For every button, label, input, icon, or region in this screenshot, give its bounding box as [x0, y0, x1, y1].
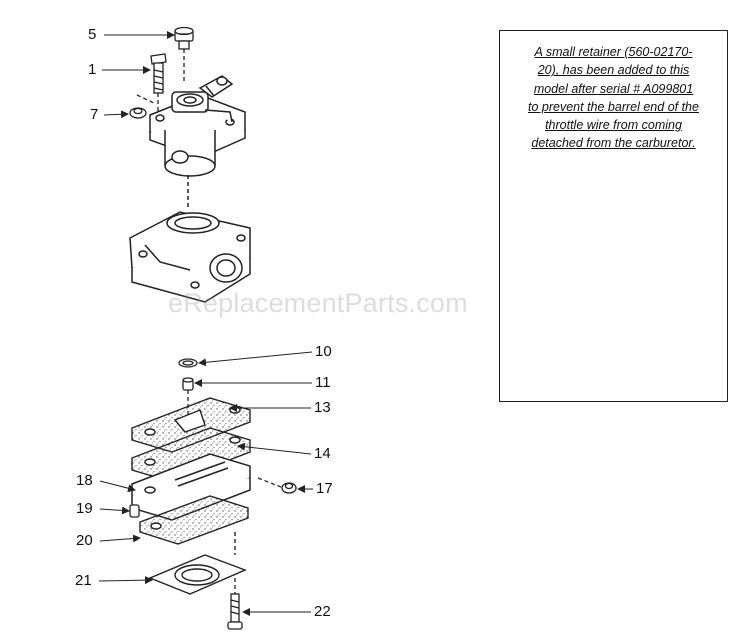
callout-7: 7 [90, 106, 99, 123]
callout-14: 14 [314, 445, 331, 462]
callout-20: 20 [76, 532, 93, 549]
callout-21: 21 [75, 572, 92, 589]
gasket-14 [131, 427, 251, 483]
callout-17: 17 [316, 480, 333, 497]
screw-22 [227, 578, 243, 630]
carburetor-body [149, 75, 246, 177]
callout-19: 19 [76, 500, 93, 517]
retainer-note: A small retainer (560-02170- 20), has be… [506, 43, 721, 153]
watermark: eReplacementParts.com [168, 288, 468, 318]
nut-7 [129, 94, 157, 119]
insulator-block [129, 175, 251, 303]
nut-17 [257, 477, 297, 494]
bolt-1 [150, 53, 167, 112]
note-line: 20), has been added to this [537, 63, 690, 78]
gasket-20 [139, 495, 249, 545]
callout-10: 10 [315, 343, 332, 360]
callout-13: 13 [314, 399, 331, 416]
screw-19 [129, 504, 140, 518]
screw-5 [174, 26, 194, 84]
note-line: detached from the carburetor. [531, 136, 696, 151]
callout-1: 1 [88, 61, 97, 78]
callout-22: 22 [314, 603, 331, 620]
gasket-13 [131, 397, 251, 453]
valve-11 [182, 377, 194, 430]
pump-body-18 [131, 453, 251, 521]
callout-18: 18 [76, 472, 93, 489]
note-line: model after serial # A099801 [533, 81, 694, 96]
cover-21 [148, 532, 247, 595]
note-line: throttle wire from coming [545, 118, 682, 133]
o-ring-10 [178, 358, 198, 368]
callout-11: 11 [315, 374, 331, 391]
note-line: to prevent the barrel end of the [528, 99, 699, 114]
leader-lines [98, 31, 313, 616]
callout-5: 5 [88, 26, 97, 43]
note-line: A small retainer (560-02170- [534, 45, 693, 59]
note-box [499, 30, 728, 402]
